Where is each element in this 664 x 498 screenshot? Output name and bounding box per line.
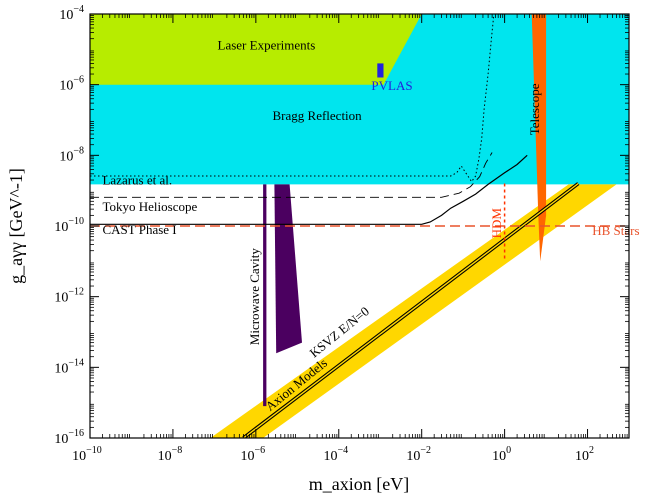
y-tick-label: 10−12: [54, 287, 84, 306]
x-tick-label: 10−6: [241, 445, 266, 464]
laser-experiments-label: Laser Experiments: [218, 37, 316, 52]
y-tick-label: 10−8: [59, 145, 84, 164]
exclusion-regions: [90, 14, 629, 438]
telescope-label: Telescope: [527, 83, 542, 135]
laser-experiments-region: [90, 14, 422, 85]
hdm-label: HDM: [489, 208, 504, 239]
tokyo-helioscope-line: [90, 152, 493, 198]
pvlas-region: [377, 63, 384, 78]
y-tick-label: 10−4: [59, 4, 84, 23]
limit-curves: [90, 14, 629, 438]
x-tick-label: 10−2: [406, 445, 431, 464]
microwave-cavity-label: Microwave Cavity: [247, 248, 262, 346]
axion-models-region: [210, 184, 617, 438]
y-tick-label: 10−14: [54, 357, 84, 376]
x-tick-label: 10−8: [158, 445, 183, 464]
x-tick-label: 10−10: [72, 445, 102, 464]
x-tick-label: 10−4: [323, 445, 348, 464]
x-axis-title: m_axion [eV]: [309, 474, 409, 494]
pvlas-label: PV: [371, 78, 388, 93]
lazarus-et-al-line: [90, 14, 495, 183]
lazarus-et-al-label: Lazarus et al.: [102, 172, 172, 187]
x-tick-label: 100: [492, 445, 511, 464]
y-axis-title: g_aγγ [GeV^-1]: [6, 168, 26, 284]
bragg-reflection-label: Bragg Reflection: [273, 108, 363, 123]
pvlas-label-2: LAS: [388, 78, 413, 93]
cast-phase-i-line: [90, 154, 528, 225]
ksvz-e-n-0-line-inner: [242, 182, 579, 438]
microwave-cavity-2-region: [274, 184, 302, 354]
axis-ticks: 10−10 10−8 10−6 10−4 10−2 100 102 10−16 10−14 10−…: [54, 4, 629, 464]
cast-phase-i-label: CAST Phase I: [102, 222, 176, 237]
y-tick-label: 10−16: [54, 428, 84, 447]
x-tick-label: 102: [575, 445, 594, 464]
telescope-region: [531, 14, 547, 262]
hb-stars-label: HB Stars: [592, 223, 639, 238]
y-tick-label: 10−6: [59, 75, 84, 94]
microwave-cavity-region: [263, 184, 267, 407]
tokyo-helioscope-label: Tokyo Helioscope: [102, 199, 197, 214]
y-tick-label: 10−10: [54, 216, 84, 235]
